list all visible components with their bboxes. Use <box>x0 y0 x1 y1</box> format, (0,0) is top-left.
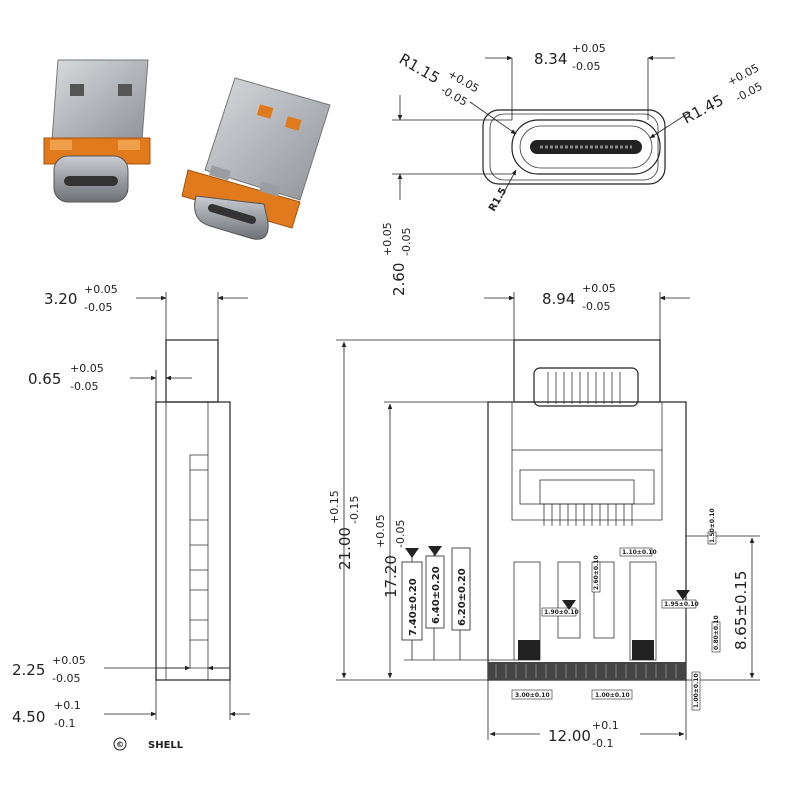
product-photo-1 <box>43 59 151 203</box>
side-total-tol-minus: -0.1 <box>54 717 75 730</box>
end-height-value: 2.60 <box>390 263 408 296</box>
end-radius-left-value: R1.15 <box>396 50 443 88</box>
front-inner-length-tol-plus: +0.05 <box>374 514 387 548</box>
small-dim-3: 1.90±0.10 <box>544 609 579 616</box>
front-length-tol-plus: +0.15 <box>328 490 341 524</box>
legend: © SHELL <box>113 737 184 751</box>
front-inner-length-value: 17.20 <box>382 555 400 598</box>
pad-dim-640: 6.40±0.20 <box>431 566 442 624</box>
pad-dim-620: 6.20±0.20 <box>457 568 468 626</box>
side-step-tol-minus: -0.05 <box>70 380 98 393</box>
side-thickness-value: 3.20 <box>44 290 77 308</box>
shell-window-right <box>118 84 132 96</box>
side-base-value: 2.25 <box>12 661 45 679</box>
end-width-tol-plus: +0.05 <box>572 42 606 55</box>
front-bottom-width-tol-minus: -0.1 <box>592 737 613 750</box>
pad-mid-left <box>557 561 581 639</box>
small-dim-7: 1.00±0.10 <box>595 692 630 699</box>
front-length-value: 21.00 <box>336 527 354 570</box>
front-top-width-value: 8.94 <box>542 290 575 308</box>
front-inner-length-tol-minus: -0.05 <box>394 520 407 548</box>
legend-label: SHELL <box>148 740 184 751</box>
front-top-width-tol-plus: +0.05 <box>582 282 616 295</box>
product-photo-2 <box>181 77 331 240</box>
front-view: 8.94 +0.05 -0.05 21.00 +0.15 -0.15 17.20… <box>328 282 760 750</box>
side-total-value: 4.50 <box>12 708 45 726</box>
shell-bottom-strip <box>488 662 686 680</box>
legend-symbol: © <box>116 740 124 749</box>
shell-window-right <box>284 116 302 131</box>
front-length-tol-minus: -0.15 <box>348 496 361 524</box>
end-width-tol-minus: -0.05 <box>572 60 600 73</box>
end-width-value: 8.34 <box>534 50 567 68</box>
side-base-tol-plus: +0.05 <box>52 654 86 667</box>
small-dim-1: 1.10±0.10 <box>622 549 657 556</box>
side-thickness-tol-minus: -0.05 <box>84 301 112 314</box>
side-base-tol-minus: -0.05 <box>52 672 80 685</box>
side-total-tol-plus: +0.1 <box>54 699 81 712</box>
small-dimension-labels: 1.10±0.10 2.60±0.10 1.90±0.10 1.95±0.10 … <box>511 508 721 711</box>
side-view: 3.20 +0.05 -0.05 0.65 +0.05 -0.05 2.25 +… <box>12 283 250 730</box>
small-dim-8: 1.00±0.10 <box>693 673 700 708</box>
side-step-value: 0.65 <box>28 370 61 388</box>
front-bottom-width-tol-plus: +0.1 <box>592 719 619 732</box>
end-height-tol-minus: -0.05 <box>400 228 413 256</box>
small-dim-2: 2.60±0.10 <box>593 555 600 590</box>
front-bottom-width-value: 12.00 <box>548 727 591 745</box>
side-step-tol-plus: +0.05 <box>70 362 104 375</box>
end-radius-right-value: R1.45 <box>679 91 726 127</box>
pad-dim-740: 7.40±0.20 <box>408 578 419 636</box>
end-height-tol-plus: +0.05 <box>381 222 394 256</box>
pad-mid-right <box>593 561 615 639</box>
front-right-height: 8.65±0.15 <box>732 571 750 650</box>
shell-window-left <box>256 104 274 119</box>
small-dim-6: 3.00±0.10 <box>515 692 550 699</box>
side-thickness-tol-plus: +0.05 <box>84 283 118 296</box>
shell-window-left <box>70 84 84 96</box>
small-dim-5: 0.80±0.10 <box>713 615 720 650</box>
end-radius-small: R1.5 <box>487 186 509 214</box>
small-dim-9: 1.50±0.10 <box>709 508 716 543</box>
plug-head <box>533 367 639 407</box>
end-view: 8.34 +0.05 -0.05 R1.15 +0.05 -0.05 R1.45… <box>381 42 765 296</box>
front-top-width-tol-minus: -0.05 <box>582 300 610 313</box>
small-dim-4: 1.95±0.10 <box>664 601 699 608</box>
